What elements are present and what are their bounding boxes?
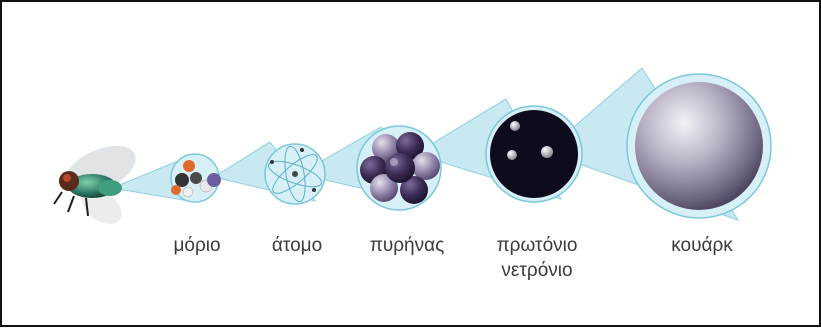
quark-illustration	[627, 74, 771, 218]
molecule-illustration	[171, 154, 221, 202]
label-atom: άτομο	[252, 234, 342, 257]
label-molecule: μόριο	[152, 234, 242, 257]
atom-illustration	[265, 144, 325, 204]
proton-neutron-illustration	[486, 106, 582, 202]
label-neutron: νετρόνιο	[482, 259, 592, 282]
label-nucleus: πυρήνας	[357, 234, 457, 257]
label-quark: κουάρκ	[652, 234, 752, 257]
nucleus-illustration	[357, 126, 441, 210]
label-proton: πρωτόνιο	[482, 234, 592, 257]
